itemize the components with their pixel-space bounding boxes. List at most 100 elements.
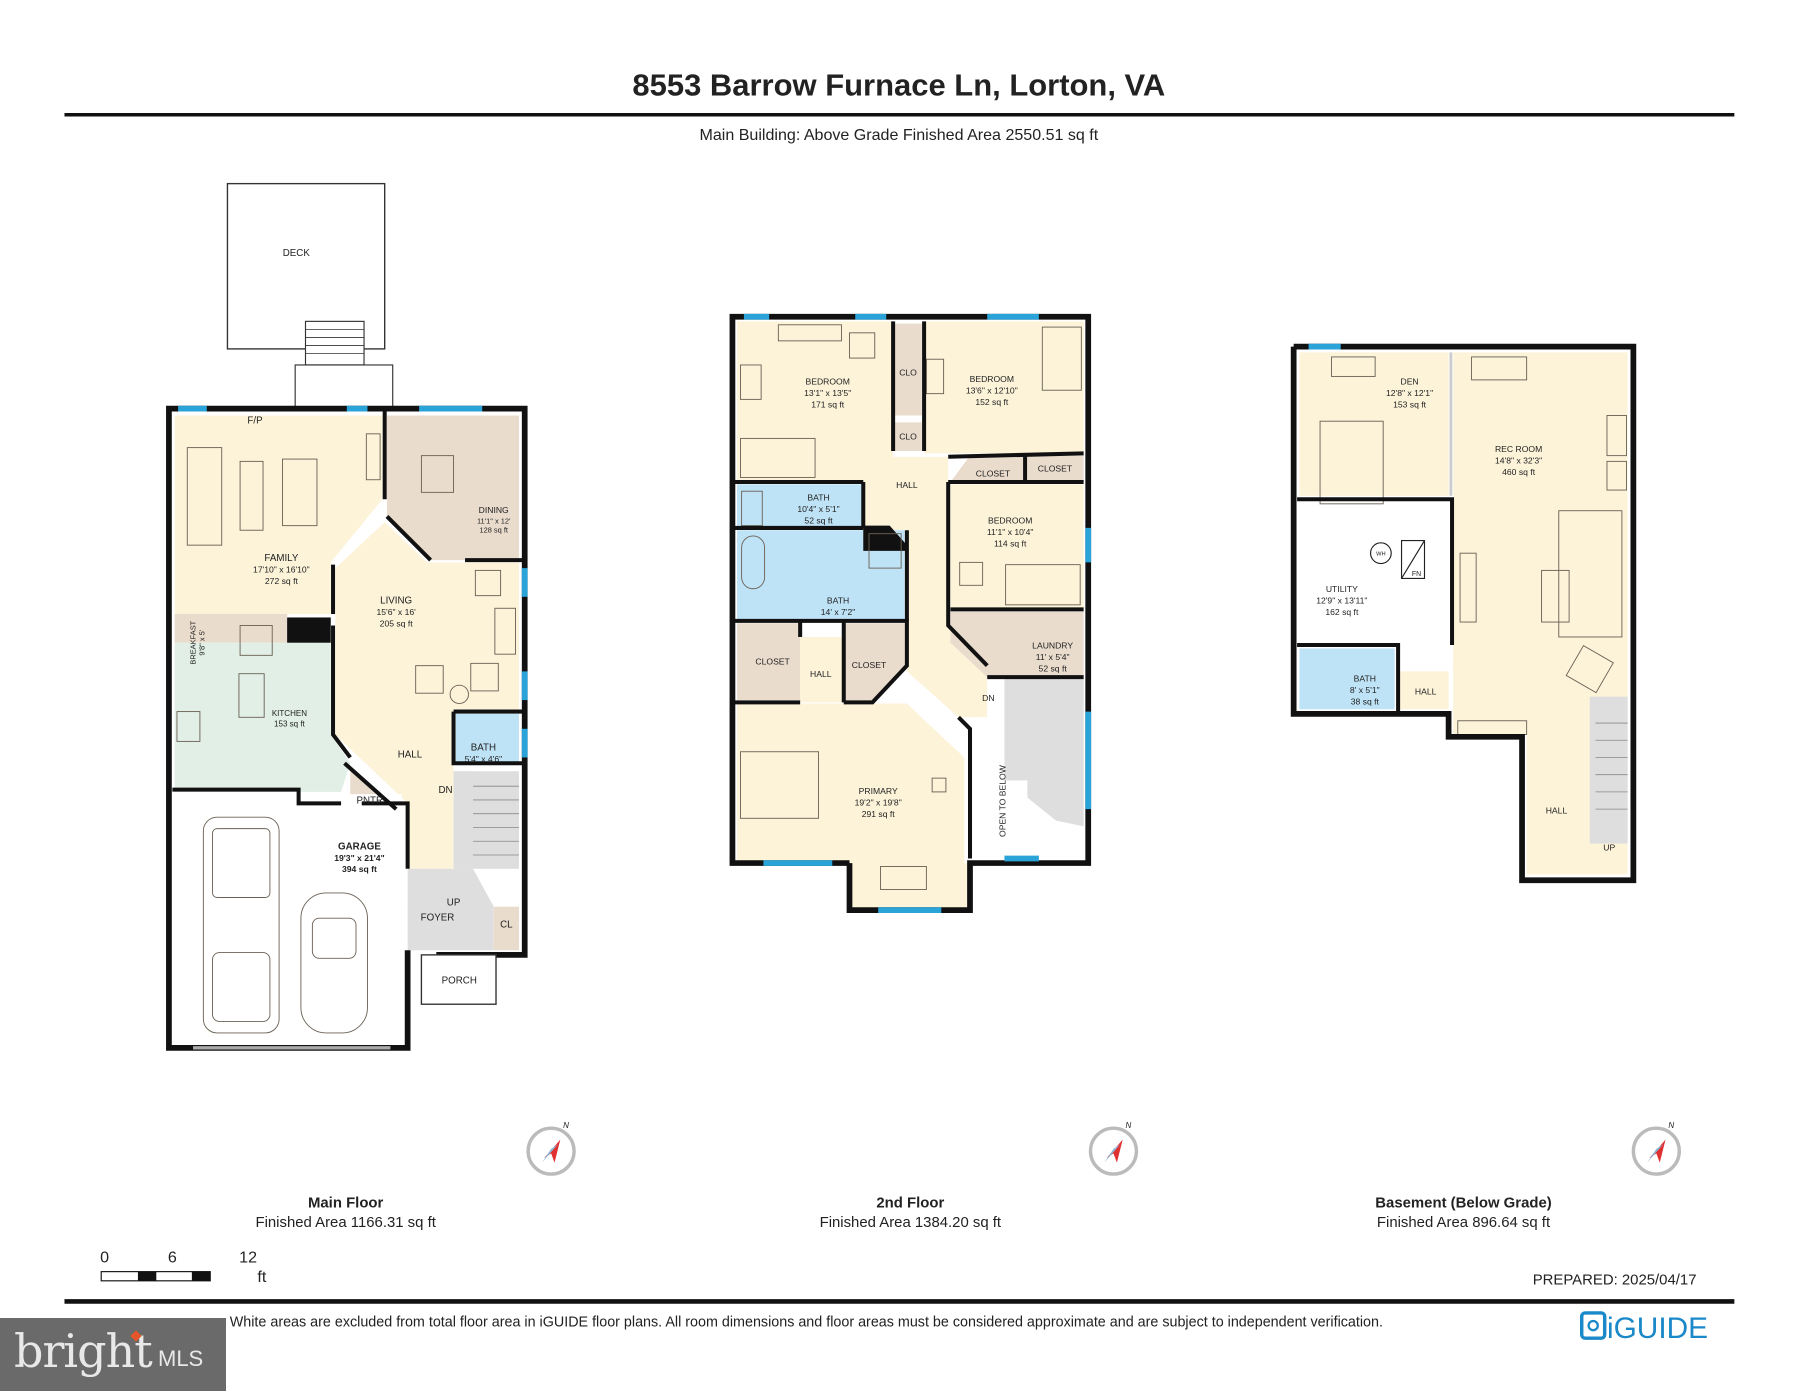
room-dimensions-family: 17'10" x 16'10": [253, 565, 310, 575]
room-dimensions-bath-basement: 8' x 5'1": [1350, 685, 1380, 695]
room-label-bath-2: BATH: [827, 596, 849, 606]
room-label-bedroom-2: BEDROOM: [970, 374, 1014, 384]
room-label-primary: PRIMARY: [859, 786, 898, 796]
room-label-closet-3: CLOSET: [755, 657, 790, 667]
room-label-deck: DECK: [283, 248, 311, 259]
floor-name-main: Main Floor: [308, 1195, 384, 1211]
room-utility: [1299, 502, 1449, 643]
room-primary: [737, 703, 971, 911]
room-area-bedroom-1: 171 sq ft: [811, 399, 845, 409]
room-label-porch: PORCH: [442, 976, 477, 987]
furniture: [176, 433, 516, 742]
room-area-den: 153 sq ft: [1393, 399, 1427, 409]
room-label-hall-basement: HALL: [1415, 686, 1437, 696]
room-bedroom-1: [737, 321, 894, 483]
room-label-laundry: LAUNDRY: [1032, 640, 1073, 650]
room-dimensions-garage: 19'3" x 21'4": [334, 853, 384, 863]
furniture: [740, 324, 1082, 890]
room-label-bath: BATH: [471, 743, 496, 754]
room-area-laundry: 52 sq ft: [1039, 663, 1068, 673]
room-label-bath-basement: BATH: [1354, 674, 1376, 684]
room-hall-basement: [1398, 671, 1449, 710]
room-closet-2: [1027, 455, 1084, 483]
room-kitchen: [174, 617, 351, 792]
room-area-utility: 162 sq ft: [1325, 607, 1359, 617]
iguide-logo: iGUIDE: [1580, 1311, 1708, 1345]
room-foyer: [407, 868, 494, 951]
room-closet-4: [843, 623, 907, 703]
room-label-closet: CL: [500, 919, 513, 930]
furnace-label: FN: [1412, 571, 1421, 578]
room-dimensions-dining: 11'1" x 12': [477, 516, 511, 525]
room-closet-cl: [493, 906, 519, 951]
room-label-den: DEN: [1400, 376, 1418, 386]
room-area-bath-1: 52 sq ft: [804, 515, 833, 525]
room-dimensions-laundry: 11' x 5'4": [1036, 652, 1070, 662]
room-closet-3: [737, 623, 801, 701]
room-area-living: 205 sq ft: [380, 619, 414, 629]
room-hall-small: [800, 636, 844, 703]
room-closet-1: [950, 455, 1026, 483]
room-label-bedroom-1: BEDROOM: [805, 376, 849, 386]
room-label-hall: HALL: [398, 749, 423, 760]
room-label-hall-basement-2: HALL: [1546, 806, 1568, 816]
room-label-hall-2nd: HALL: [896, 480, 918, 490]
room-area-dining: 128 sq ft: [479, 526, 508, 535]
second-walls: [729, 313, 1092, 913]
room-rec-room: [1453, 352, 1628, 875]
second-floor-plan: BEDROOM 13'1" x 13'5" 171 sq ft CLO CLO …: [729, 313, 1092, 913]
scale-bar: 0 6 12 ft: [100, 1248, 267, 1286]
second-floor-stairs: [1004, 677, 1084, 827]
room-clo-2: [893, 422, 922, 452]
main-floor-plan: DECK: [166, 182, 528, 1051]
room-den: [1299, 352, 1449, 496]
room-dimensions-bedroom-1: 13'1" x 13'5": [804, 388, 851, 398]
floor-name-second: 2nd Floor: [876, 1195, 944, 1211]
room-dimensions-rec-room: 14'8" x 32'3": [1495, 456, 1542, 466]
room-label-bath-1: BATH: [807, 492, 829, 502]
svg-text:N: N: [563, 1121, 569, 1130]
room-label-pantry: PNTR: [356, 795, 383, 806]
room-dimensions-bath: 5'4" x 4'6": [465, 754, 503, 764]
deck-stairs: [294, 320, 394, 410]
room-label-bedroom-3: BEDROOM: [988, 515, 1032, 525]
svg-text:iGUIDE: iGUIDE: [1607, 1312, 1708, 1345]
room-area-primary: 291 sq ft: [862, 809, 896, 819]
floor-area-basement: Finished Area 896.64 sq ft: [1377, 1215, 1551, 1231]
room-area-garage: 394 sq ft: [342, 864, 377, 874]
water-heater-label: WH: [1376, 551, 1386, 557]
room-label-breakfast: BREAKFAST: [188, 620, 197, 664]
room-bedroom-2: [924, 321, 1084, 454]
room-family: [174, 415, 383, 615]
room-label-garage: GARAGE: [338, 841, 381, 852]
svg-text:12: 12: [239, 1248, 257, 1266]
svg-text:6: 6: [168, 1248, 177, 1266]
floor-name-basement: Basement (Below Grade): [1375, 1195, 1551, 1211]
stairs-down-label: DN: [438, 785, 452, 796]
room-label-foyer: FOYER: [421, 912, 455, 923]
water-heater-icon: [1369, 542, 1392, 565]
disclaimer: White areas are excluded from total floo…: [230, 1315, 1383, 1331]
room-area-bedroom-3: 114 sq ft: [994, 538, 1027, 548]
room-dimensions-utility: 12'9" x 13'11": [1316, 596, 1367, 606]
room-clo-1: [893, 323, 922, 416]
room-dimensions-den: 12'8" x 12'1": [1386, 388, 1433, 398]
porch: [420, 954, 497, 1005]
room-label-clo-1: CLO: [899, 367, 917, 377]
stairs-up-label: UP: [447, 898, 461, 909]
room-label-utility: UTILITY: [1326, 584, 1358, 594]
stairs-up-label-basement: UP: [1603, 842, 1615, 852]
prepared-date: PREPARED: 2025/04/17: [1533, 1272, 1697, 1288]
room-dining: [386, 415, 519, 561]
room-dimensions-living: 15'6" x 16': [377, 607, 417, 617]
room-dimensions-bath-2: 14' x 7'2": [821, 607, 856, 617]
room-dimensions-primary: 19'2" x 19'8": [855, 798, 902, 808]
basement-walls: [1290, 343, 1637, 884]
floor-area-second: Finished Area 1384.20 sq ft: [820, 1215, 1002, 1231]
room-dimensions-bath-1: 10'4" x 5'1": [797, 504, 839, 514]
compass-icon: N: [526, 1121, 576, 1176]
room-area-rec-room: 460 sq ft: [1502, 467, 1536, 477]
main-walls: [166, 405, 528, 1051]
car-icon: [202, 816, 368, 1034]
room-bath-main: [455, 713, 519, 764]
